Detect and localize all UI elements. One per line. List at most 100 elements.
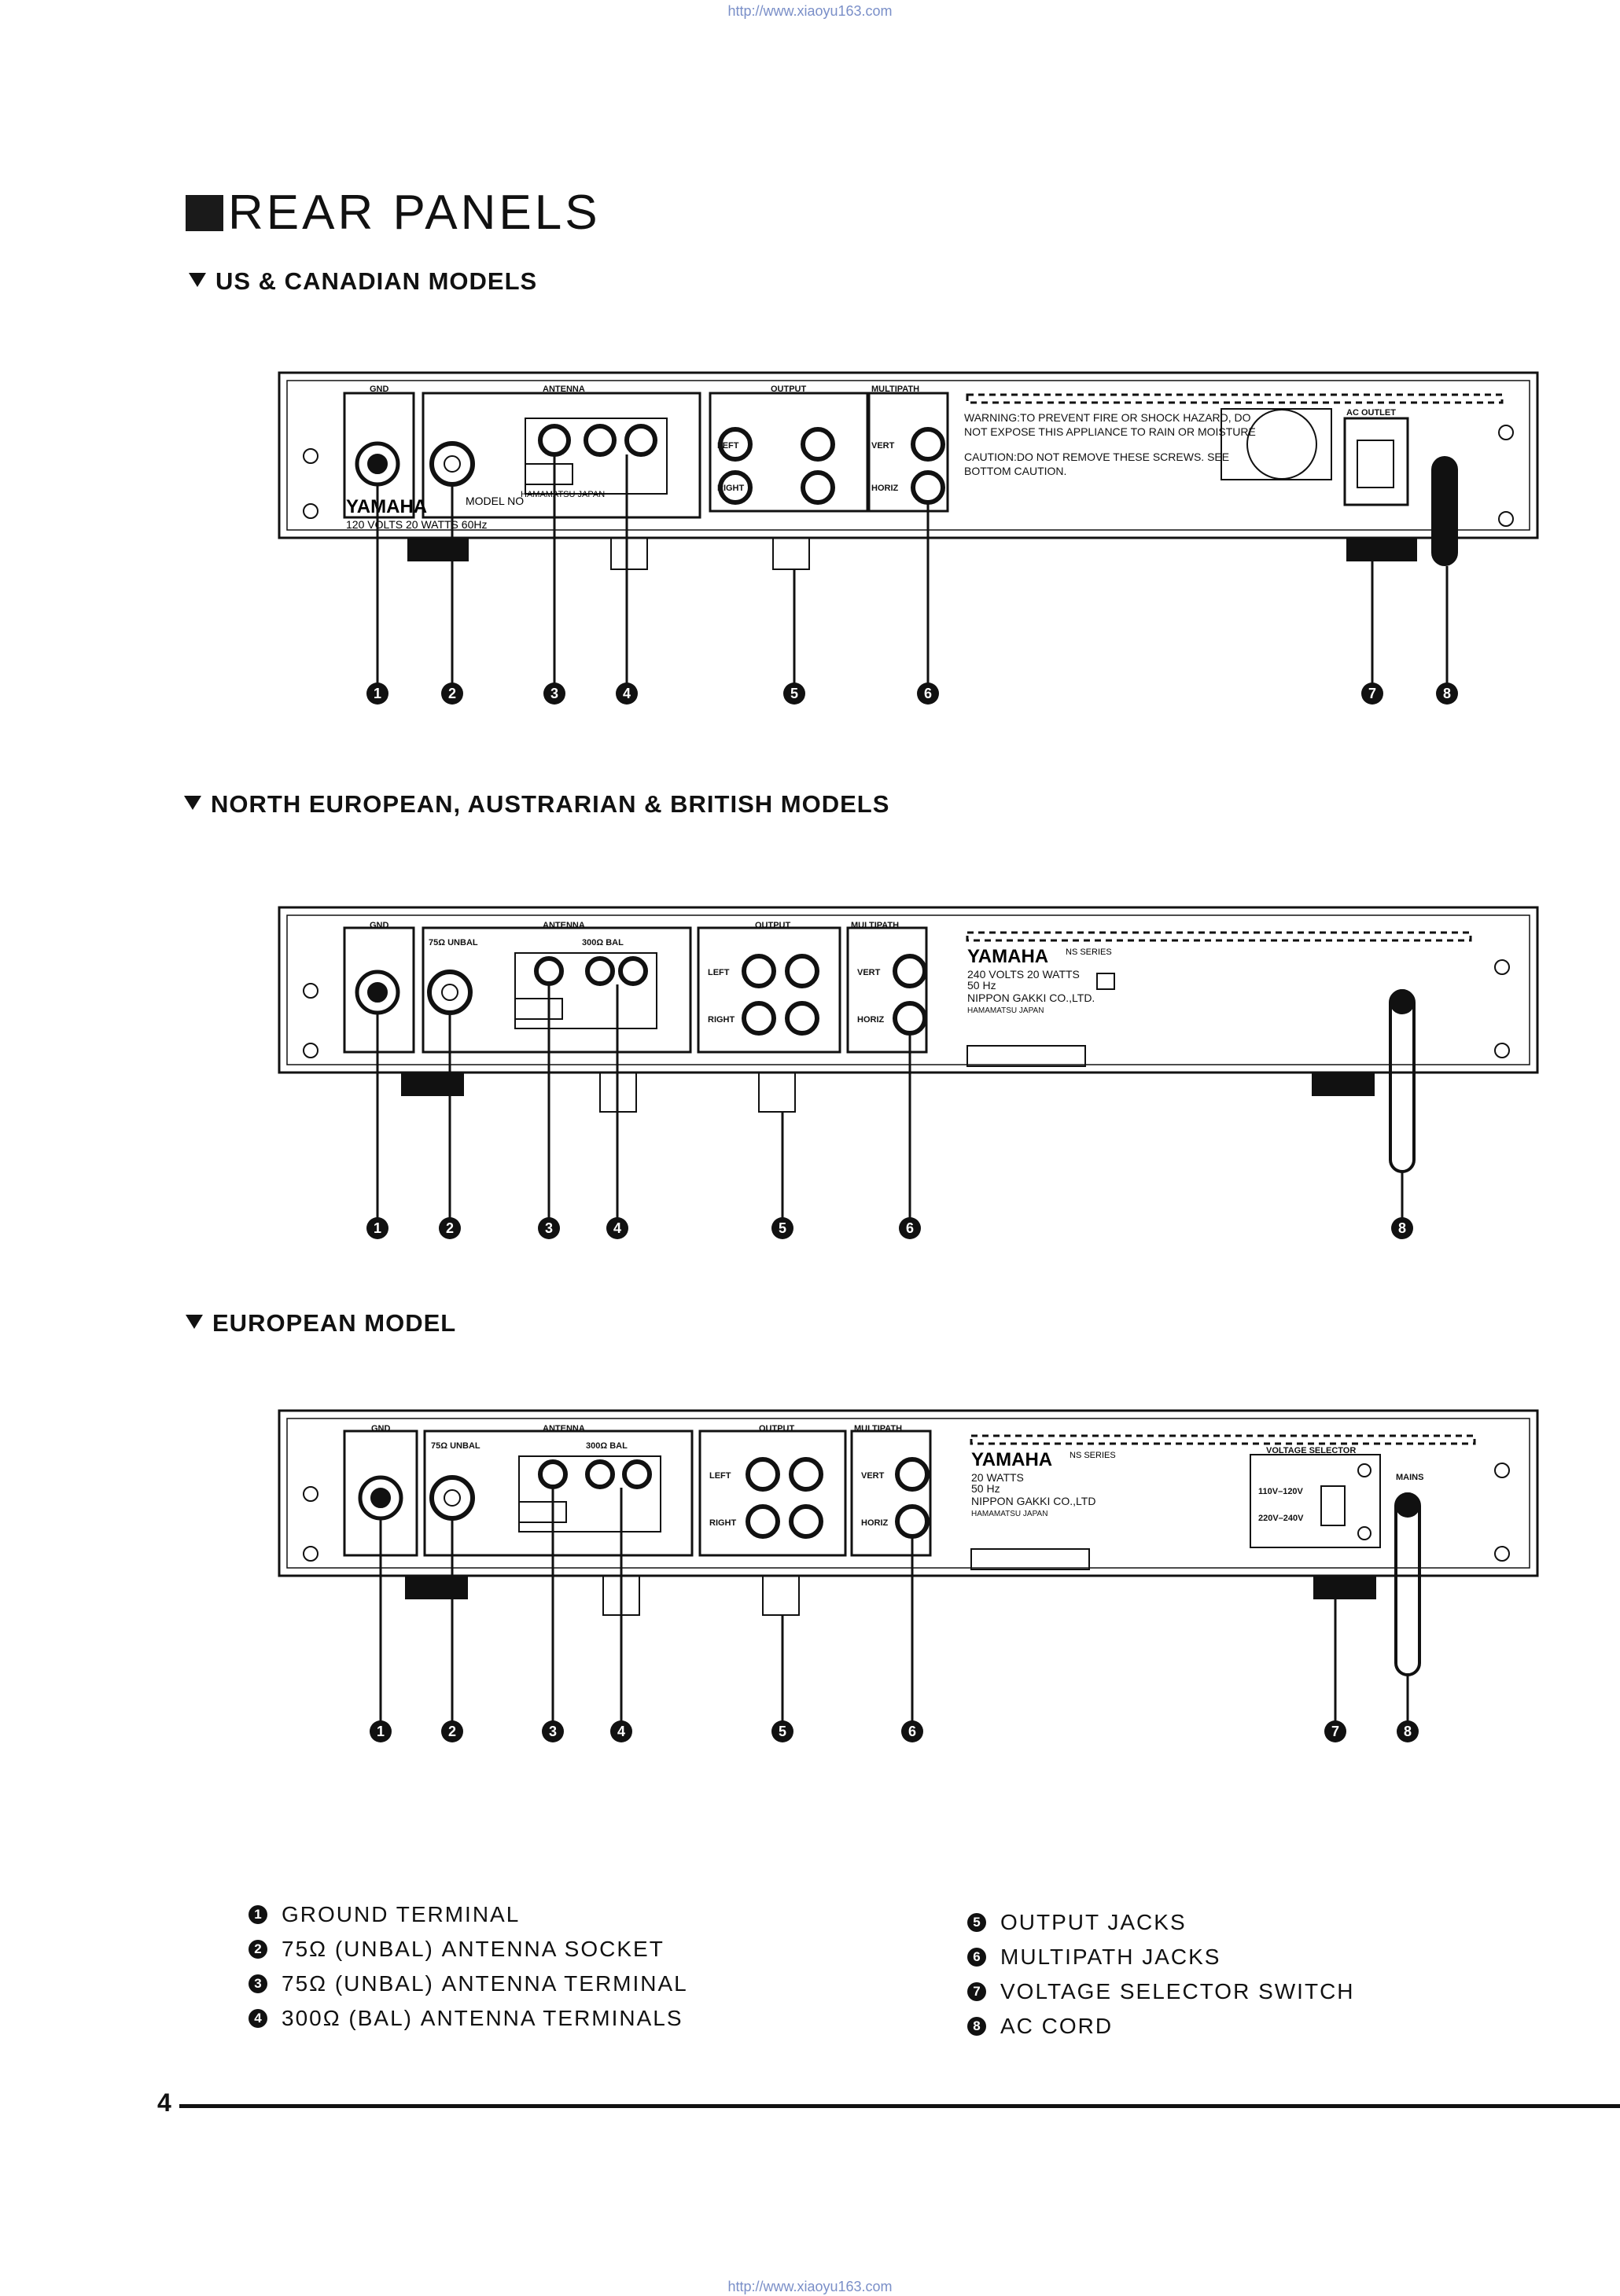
title-square-icon	[186, 195, 223, 231]
caution-line-1: CAUTION:DO NOT REMOVE THESE SCREWS. SEE	[964, 451, 1229, 463]
legend-item: 8 AC CORD	[967, 2014, 1355, 2038]
unbal-label: 75Ω UNBAL	[431, 1441, 480, 1451]
callout-3: 3	[550, 686, 558, 701]
heading-text: EUROPEAN MODEL	[212, 1309, 457, 1337]
bullet-icon: 4	[249, 2009, 267, 2028]
heading-text: NORTH EUROPEAN, AUSTRARIAN & BRITISH MOD…	[211, 790, 890, 818]
legend-item: 1 GROUND TERMINAL	[249, 1902, 688, 1926]
multipath-label: MULTIPATH	[851, 921, 899, 930]
right-label: RIGHT	[708, 1015, 735, 1025]
legend-text: AC CORD	[1000, 2014, 1114, 2038]
left-label: LEFT	[709, 1471, 731, 1481]
mains-label: MAINS	[1396, 1473, 1423, 1482]
antenna-label: ANTENNA	[543, 1424, 585, 1433]
bullet-icon: 7	[967, 1982, 986, 2001]
output-label: OUTPUT	[771, 385, 807, 394]
multipath-label: MULTIPATH	[854, 1424, 902, 1433]
bullet-icon: 8	[967, 2017, 986, 2036]
legend-left: 1 GROUND TERMINAL 2 75Ω (UNBAL) ANTENNA SO…	[249, 1902, 688, 2041]
callout-6: 6	[924, 686, 932, 701]
voltage-selector-label: VOLTAGE SELECTOR	[1266, 1446, 1356, 1455]
callout-7: 7	[1368, 686, 1376, 701]
gnd-label: GND	[371, 1424, 391, 1433]
maker-label: NIPPON GAKKI CO.,LTD.	[967, 992, 1095, 1004]
callout-8: 8	[1398, 1220, 1406, 1236]
warning-line-2: NOT EXPOSE THIS APPLIANCE TO RAIN OR MOI…	[964, 425, 1256, 438]
bal-label: 300Ω BAL	[582, 938, 624, 947]
bullet-icon: 5	[967, 1913, 986, 1932]
left-label: LEFT	[708, 968, 730, 977]
legend-text: 300Ω (BAL) ANTENNA TERMINALS	[282, 2006, 683, 2030]
bullet-icon: 1	[249, 1905, 267, 1924]
legend-item: 6 MULTIPATH JACKS	[967, 1945, 1355, 1969]
unbal-label: 75Ω UNBAL	[429, 938, 478, 947]
brand-logo: YAMAHA	[967, 946, 1048, 967]
horiz-label: HORIZ	[861, 1518, 889, 1528]
brand-logo: YAMAHA	[971, 1449, 1052, 1470]
callout-2: 2	[448, 686, 456, 701]
legend-text: MULTIPATH JACKS	[1000, 1945, 1221, 1969]
legend-item: 4 300Ω (BAL) ANTENNA TERMINALS	[249, 2006, 688, 2030]
output-label: OUTPUT	[759, 1424, 795, 1433]
header-url[interactable]: http://www.xiaoyu163.com	[727, 3, 893, 19]
section-heading-north-eu: NORTH EUROPEAN, AUSTRARIAN & BRITISH MOD…	[184, 790, 889, 819]
hz-label: 50 Hz	[967, 979, 996, 992]
right-label: RIGHT	[717, 484, 745, 493]
rear-panel-eu: GND ANTENNA OUTPUT MULTIPATH 75Ω UNBAL 3…	[278, 1409, 1539, 1742]
callout-4: 4	[613, 1220, 621, 1236]
heading-text: US & CANADIAN MODELS	[215, 267, 538, 295]
voltage-1-label: 110V–120V	[1258, 1487, 1304, 1496]
multipath-label: MULTIPATH	[871, 385, 919, 394]
footer-url[interactable]: http://www.xiaoyu163.com	[727, 2279, 893, 2294]
callout-8: 8	[1443, 686, 1451, 701]
bullet-icon: 6	[967, 1948, 986, 1967]
rear-panel-us: GND ANTENNA OUTPUT MULTIPATH AC OUTLET L…	[278, 371, 1539, 705]
legend-item: 5 OUTPUT JACKS	[967, 1910, 1355, 1934]
callout-5: 5	[790, 686, 798, 701]
hz-label: 50 Hz	[971, 1482, 1000, 1495]
gnd-label: GND	[370, 921, 389, 930]
maker-label: NIPPON GAKKI CO.,LTD	[971, 1495, 1095, 1507]
callout-2: 2	[448, 1724, 456, 1739]
callout-1: 1	[377, 1724, 385, 1739]
callout-1: 1	[374, 686, 381, 701]
power-label: 20 WATTS	[971, 1471, 1024, 1484]
section-heading-eu: EUROPEAN MODEL	[186, 1309, 456, 1337]
horiz-label: HORIZ	[857, 1015, 885, 1025]
vert-label: VERT	[857, 968, 881, 977]
callout-6: 6	[906, 1220, 914, 1236]
page-title: REAR PANELS	[186, 189, 601, 237]
callout-4: 4	[623, 686, 631, 701]
antenna-label: ANTENNA	[543, 385, 585, 394]
left-label: LEFT	[717, 441, 739, 451]
triangle-icon	[184, 796, 201, 810]
callout-4: 4	[617, 1724, 625, 1739]
voltage-2-label: 220V–240V	[1258, 1514, 1304, 1523]
callout-1: 1	[374, 1220, 381, 1236]
output-label: OUTPUT	[755, 921, 791, 930]
bullet-icon: 3	[249, 1974, 267, 1993]
series-label: NS SERIES	[1070, 1451, 1116, 1460]
panel-outline	[278, 371, 1539, 539]
series-label: NS SERIES	[1066, 947, 1112, 957]
page-number: 4	[157, 2088, 171, 2117]
legend-text: GROUND TERMINAL	[282, 1902, 521, 1926]
legend-item: 2 75Ω (UNBAL) ANTENNA SOCKET	[249, 1937, 688, 1961]
power-label: 120 VOLTS 20 WATTS 60Hz	[346, 518, 487, 531]
made-label: HAMAMATSU JAPAN	[521, 490, 605, 499]
callout-5: 5	[779, 1724, 786, 1739]
bullet-icon: 2	[249, 1940, 267, 1959]
caution-line-2: BOTTOM CAUTION.	[964, 465, 1066, 477]
footer-rule	[179, 2104, 1620, 2108]
callout-3: 3	[545, 1220, 553, 1236]
callout-8: 8	[1404, 1724, 1412, 1739]
legend-item: 3 75Ω (UNBAL) ANTENNA TERMINAL	[249, 1971, 688, 1996]
legend-text: 75Ω (UNBAL) ANTENNA TERMINAL	[282, 1971, 688, 1996]
horiz-label: HORIZ	[871, 484, 899, 493]
legend-text: 75Ω (UNBAL) ANTENNA SOCKET	[282, 1937, 665, 1961]
legend-text: OUTPUT JACKS	[1000, 1910, 1187, 1934]
triangle-icon	[186, 1315, 203, 1329]
bal-label: 300Ω BAL	[586, 1441, 628, 1451]
